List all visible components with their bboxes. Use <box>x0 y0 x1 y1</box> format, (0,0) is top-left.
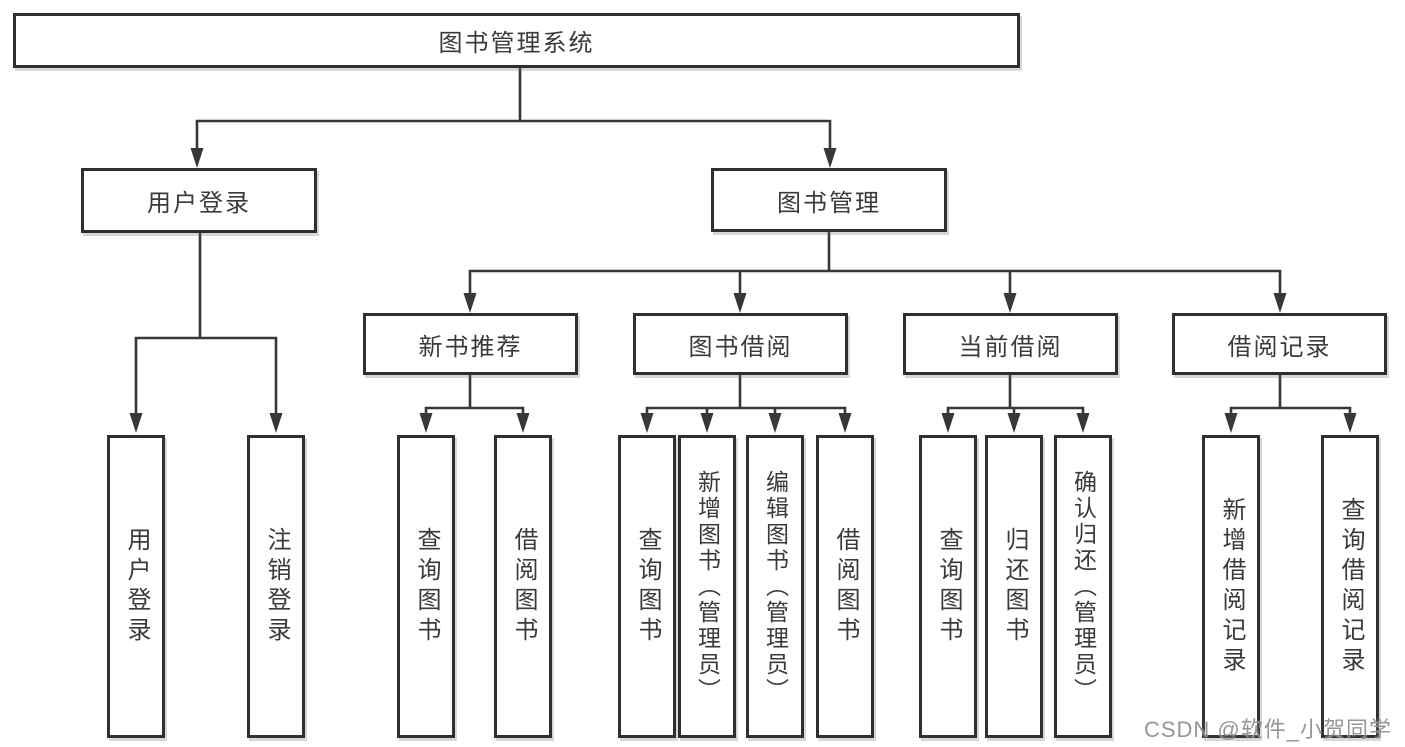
leaf-return-book-label: 归还图书 <box>1001 526 1028 647</box>
leaf-logout-label: 注销登录 <box>263 526 290 647</box>
node-book-management: 图书管理 <box>711 168 947 232</box>
arrowhead <box>768 413 782 433</box>
node-current-borrow-label: 当前借阅 <box>958 333 1063 361</box>
node-user-login-label: 用户登录 <box>147 190 251 217</box>
leaf-user-login: 用户登录 <box>107 435 165 738</box>
leaf-query-books-borrow-label: 查询图书 <box>634 526 661 647</box>
csdn-watermark: CSDN @软件_小贺同学 <box>1143 717 1392 742</box>
node-book-management-label: 图书管理 <box>777 189 881 217</box>
edge-borrow-rec-branch <box>1229 406 1352 414</box>
arrowhead <box>1343 413 1357 433</box>
leaf-query-books-recommend-label: 查询图书 <box>413 526 440 647</box>
leaf-add-borrow-record: 新增借阅记录 <box>1202 435 1260 738</box>
leaf-confirm-return-admin-label: 确认归还（管理员） <box>1070 469 1097 704</box>
node-new-book-recommend: 新书推荐 <box>363 313 578 375</box>
arrowhead <box>838 413 852 433</box>
arrowhead <box>941 413 955 433</box>
arrowhead <box>129 413 143 433</box>
leaf-confirm-return-admin: 确认归还（管理员） <box>1054 435 1112 738</box>
edge-level3-branch <box>468 269 1282 295</box>
leaf-query-books-current: 查询图书 <box>919 435 977 738</box>
arrowhead <box>463 293 477 313</box>
node-current-borrow: 当前借阅 <box>903 313 1118 375</box>
node-new-book-recommend-label: 新书推荐 <box>418 333 523 361</box>
leaf-user-login-label: 用户登录 <box>123 526 150 647</box>
arrowhead <box>419 413 433 433</box>
leaf-return-book: 归还图书 <box>985 435 1043 738</box>
leaf-borrow-books-recommend-label: 借阅图书 <box>510 526 537 647</box>
leaf-add-borrow-record-label: 新增借阅记录 <box>1218 496 1245 677</box>
arrowhead <box>269 413 283 433</box>
leaf-borrow-books-recommend: 借阅图书 <box>494 435 552 738</box>
arrowhead <box>1003 293 1017 313</box>
arrowhead <box>190 148 204 168</box>
leaf-query-books-borrow: 查询图书 <box>618 435 676 738</box>
edge-book-borrow-branch <box>645 406 847 414</box>
node-borrow-records: 借阅记录 <box>1172 313 1387 375</box>
node-book-borrow-label: 图书借阅 <box>688 333 793 361</box>
node-borrow-records-label: 借阅记录 <box>1227 333 1332 361</box>
arrowhead <box>640 413 654 433</box>
leaf-logout: 注销登录 <box>247 435 305 738</box>
edge-new-book-branch <box>424 406 525 414</box>
leaf-query-books-recommend: 查询图书 <box>397 435 455 738</box>
leaf-query-borrow-record: 查询借阅记录 <box>1321 435 1379 738</box>
arrowhead <box>1224 413 1238 433</box>
arrowhead <box>1007 413 1021 433</box>
arrowhead <box>1273 293 1287 313</box>
leaf-query-borrow-record-label: 查询借阅记录 <box>1337 496 1364 677</box>
edge-user-login-branch <box>134 336 278 414</box>
leaf-borrow-books-label: 借阅图书 <box>832 526 859 647</box>
node-root-label: 图书管理系统 <box>438 30 595 57</box>
leaf-edit-book-admin-label: 编辑图书（管理员） <box>762 469 789 704</box>
leaf-add-book-admin: 新增图书（管理员） <box>678 435 736 738</box>
edge-level2-branch <box>195 119 832 150</box>
arrowhead <box>1076 413 1090 433</box>
arrowhead <box>516 413 530 433</box>
leaf-edit-book-admin: 编辑图书（管理员） <box>746 435 804 738</box>
leaf-borrow-books: 借阅图书 <box>816 435 874 738</box>
node-user-login: 用户登录 <box>81 168 317 233</box>
arrowhead <box>733 293 747 313</box>
node-book-borrow: 图书借阅 <box>633 313 848 375</box>
leaf-query-books-current-label: 查询图书 <box>935 526 962 647</box>
arrowhead <box>700 413 714 433</box>
arrowhead <box>823 148 837 168</box>
leaf-add-book-admin-label: 新增图书（管理员） <box>694 469 721 704</box>
edge-cur-borrow-branch <box>946 406 1085 414</box>
node-root: 图书管理系统 <box>13 13 1020 68</box>
